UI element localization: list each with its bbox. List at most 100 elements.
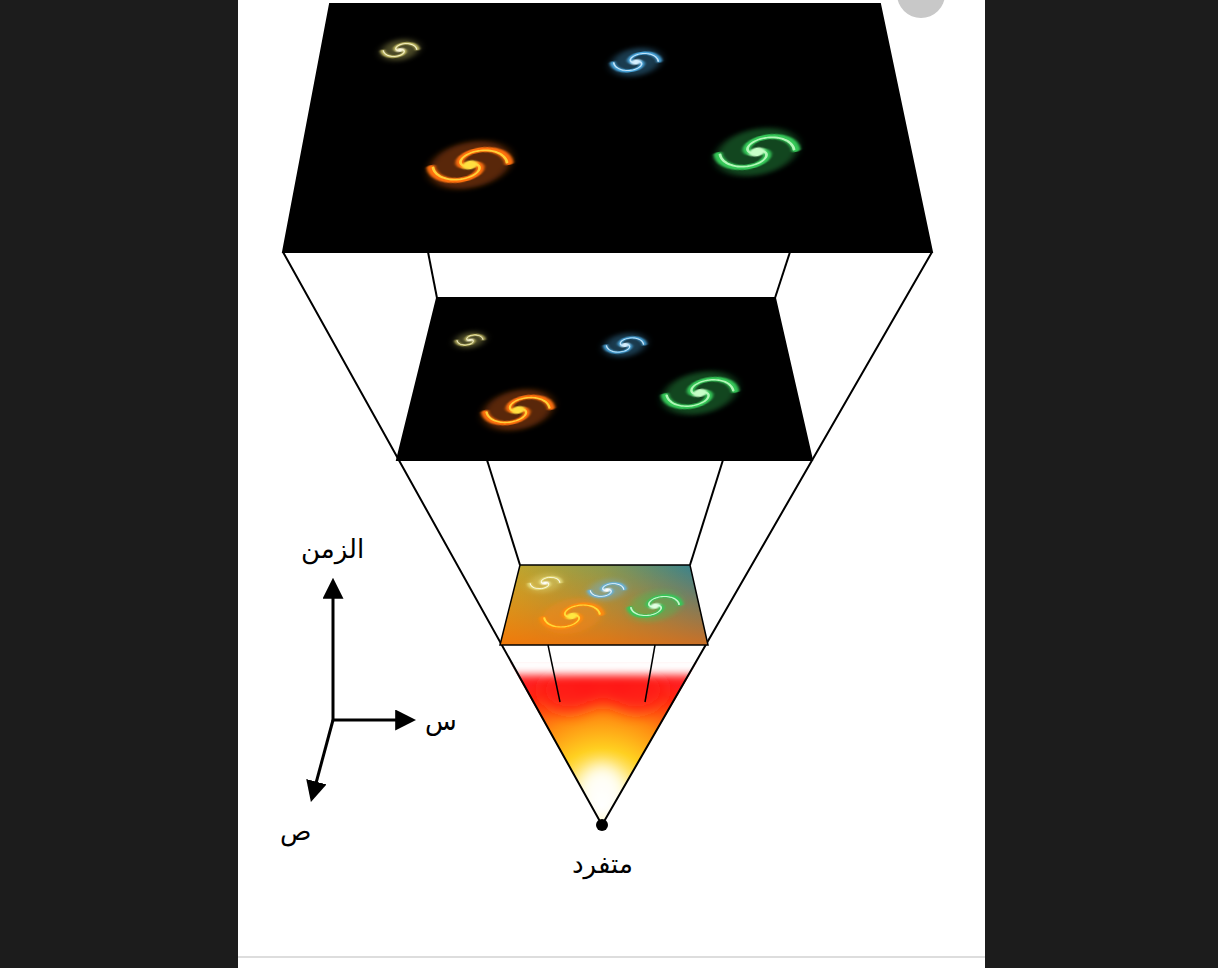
early-plane-fill [500, 565, 708, 645]
galaxy-core [603, 587, 611, 592]
galaxy-core [621, 342, 630, 348]
galaxy-halo [538, 593, 607, 640]
bottom-rule [238, 956, 985, 958]
fire-gradient [500, 660, 710, 830]
galaxy-core [542, 581, 549, 586]
spiral-galaxy [538, 593, 607, 640]
spiral-galaxy [380, 36, 421, 63]
galaxy-arm-highlight [395, 42, 417, 53]
plane-link [690, 460, 723, 565]
space-plane-late [283, 4, 932, 252]
galaxy-arm-highlight [746, 132, 794, 159]
plane-link [775, 252, 790, 298]
spiral-galaxy [659, 365, 742, 421]
galaxy-core [649, 602, 660, 610]
galaxy-halo [602, 330, 647, 360]
galaxy-arm-highlight [541, 576, 560, 586]
cone-outline [283, 252, 932, 825]
y-axis [312, 720, 333, 798]
galaxy-body [659, 365, 742, 421]
galaxy-arm [619, 335, 644, 348]
singularity-label: متفرد [572, 849, 633, 880]
galaxy-body [380, 36, 421, 63]
spiral-galaxy [609, 44, 663, 80]
galaxy-arm [540, 575, 560, 586]
galaxy-body [587, 576, 628, 603]
white-core [580, 764, 624, 816]
galaxy-arm-highlight [459, 145, 507, 172]
galaxy-core [511, 405, 526, 415]
galaxy-halo [659, 365, 742, 421]
y-axis-label: ص [280, 816, 311, 847]
early-plane-border [500, 565, 708, 645]
spiral-galaxy [527, 571, 563, 595]
time-axis-label: الزمن [301, 534, 364, 565]
spiral-galaxy [479, 383, 557, 436]
space-plane-middle [397, 298, 812, 460]
galaxy-core [396, 47, 404, 52]
spiral-galaxy [454, 329, 486, 350]
galaxy-core [631, 59, 641, 66]
galaxy-halo [587, 576, 628, 603]
galaxy-halo [380, 36, 421, 63]
fire-fade [500, 655, 710, 675]
galaxies [380, 36, 803, 639]
plane-link [645, 645, 655, 702]
plane-link [428, 252, 437, 298]
early-plane-shade [500, 565, 708, 645]
galaxy-body [602, 330, 647, 360]
galaxy-body [424, 134, 516, 197]
galaxy-halo [424, 134, 516, 197]
fire-glow [500, 655, 710, 830]
grey-button [897, 0, 945, 18]
galaxy-arm-highlight [648, 593, 679, 610]
galaxy-arm-highlight [564, 601, 600, 621]
galaxy-core [461, 159, 478, 171]
time-axis [332, 582, 335, 721]
galaxy-body [454, 329, 486, 350]
galaxy-arm [466, 333, 484, 342]
galaxy-arm [602, 581, 625, 593]
spiral-galaxy [625, 586, 685, 627]
singularity-dot [596, 819, 608, 831]
galaxy-arm [629, 50, 659, 66]
galaxy-body [609, 44, 663, 80]
galaxy-core [565, 612, 578, 621]
galaxy-arm [563, 601, 601, 622]
galaxy-halo [711, 121, 803, 184]
galaxy-core [692, 388, 708, 399]
galaxy-arm-highlight [620, 336, 644, 349]
plane-link [487, 460, 520, 565]
galaxy-halo [609, 44, 663, 80]
left-dark-bar [0, 0, 238, 968]
galaxy-halo [454, 329, 486, 350]
galaxy-body [538, 593, 607, 640]
galaxy-body [527, 571, 563, 595]
galaxy-halo [527, 571, 563, 595]
galaxy-body [479, 383, 557, 436]
galaxy-arm-highlight [466, 334, 483, 343]
galaxy-halo [625, 586, 685, 627]
galaxy-arm [508, 393, 551, 417]
galaxy-core [748, 146, 765, 158]
galaxy-arm [689, 375, 735, 400]
x-axis [332, 719, 412, 722]
galaxy-arm [745, 131, 796, 159]
galaxy-arm-highlight [602, 582, 624, 593]
galaxy-arm [647, 593, 680, 611]
galaxy-arm-highlight [690, 375, 733, 399]
spiral-galaxy [711, 121, 803, 184]
x-axis-label: س [425, 706, 457, 737]
galaxy-body [625, 586, 685, 627]
galaxy-arm-highlight [509, 393, 550, 416]
galaxy-arm [458, 144, 509, 172]
galaxy-arm [395, 41, 418, 53]
galaxy-body [711, 121, 803, 184]
spiral-galaxy [602, 330, 647, 360]
galaxy-halo [479, 383, 557, 436]
red-clouds [540, 660, 666, 816]
galaxy-core [467, 338, 473, 342]
